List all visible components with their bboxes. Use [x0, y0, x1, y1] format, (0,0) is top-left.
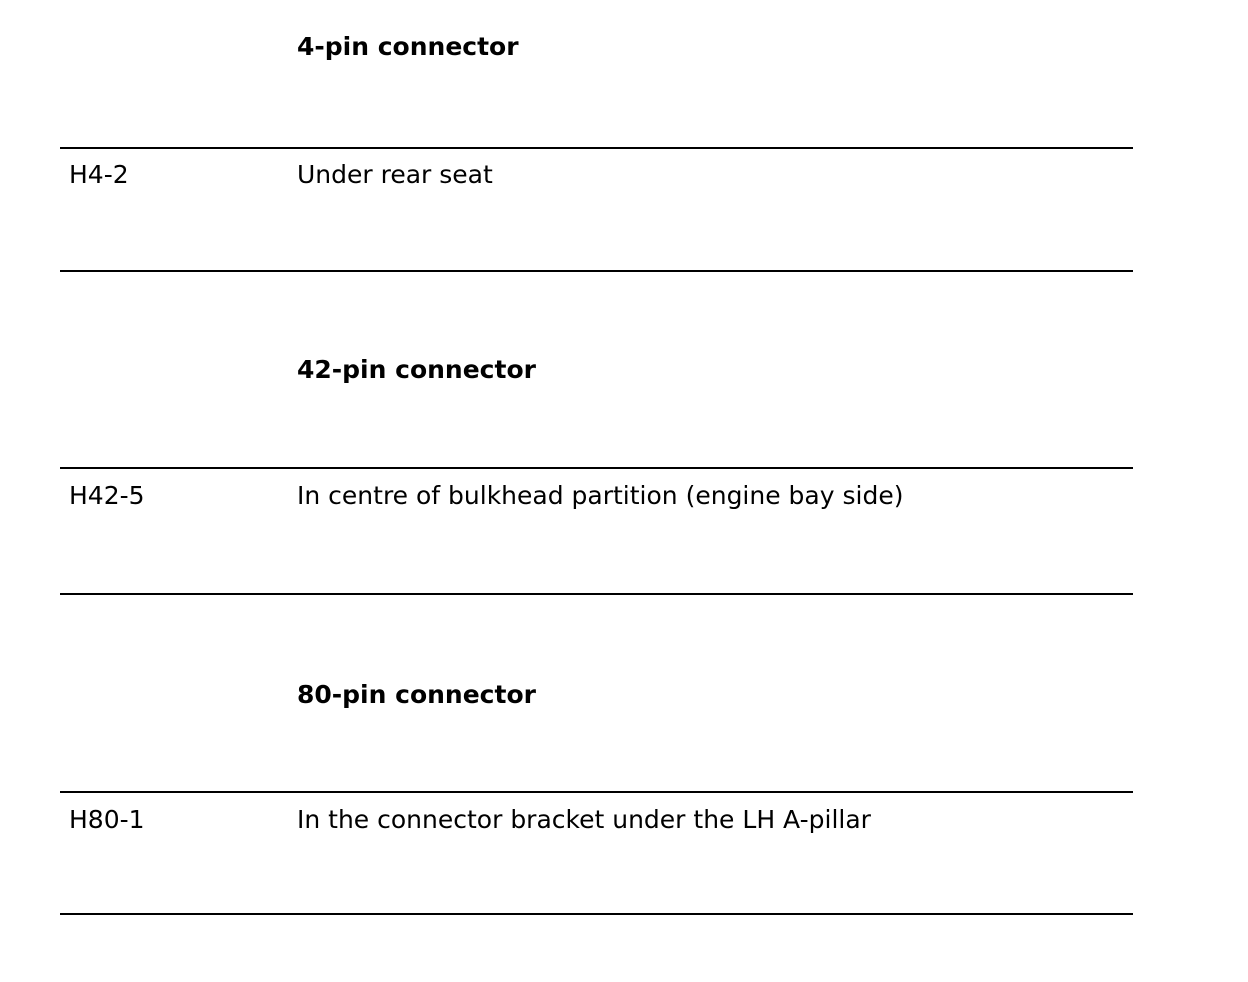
connector-code: H80-1 [69, 805, 145, 834]
table-rule-top [60, 147, 1133, 149]
table-rule-top [60, 791, 1133, 793]
table-rule-bottom [60, 270, 1133, 272]
connector-location: In the connector bracket under the LH A-… [297, 805, 871, 834]
table-rule-bottom [60, 593, 1133, 595]
table-rule-top [60, 467, 1133, 469]
section-heading-80-pin: 80-pin connector [297, 680, 536, 709]
connector-code: H4-2 [69, 160, 129, 189]
connector-code: H42-5 [69, 481, 145, 510]
section-heading-42-pin: 42-pin connector [297, 355, 536, 384]
connector-location: Under rear seat [297, 160, 493, 189]
table-rule-bottom [60, 913, 1133, 915]
section-heading-4-pin: 4-pin connector [297, 32, 519, 61]
connector-location: In centre of bulkhead partition (engine … [297, 481, 904, 510]
